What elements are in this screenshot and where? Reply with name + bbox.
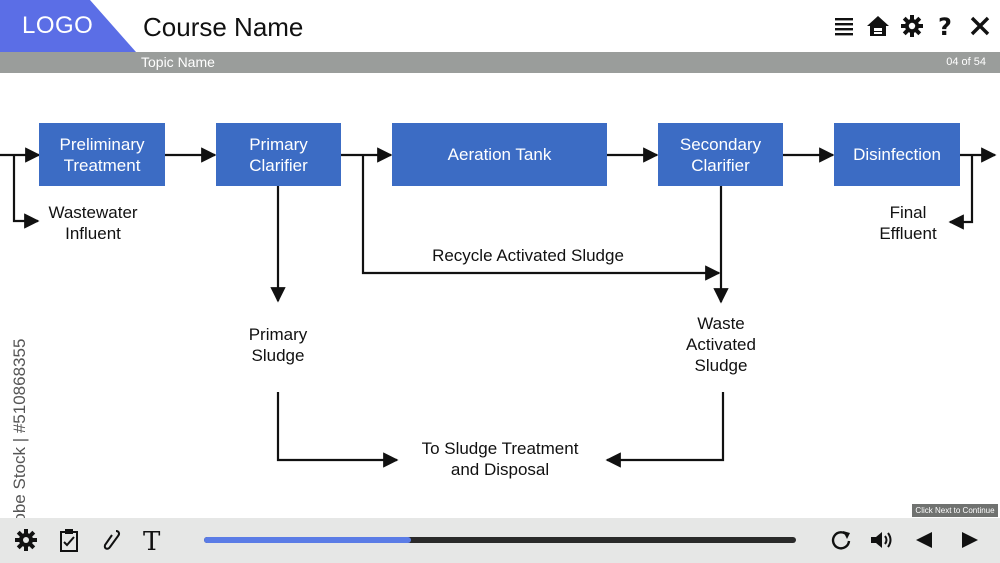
attachment-icon[interactable]	[98, 526, 126, 554]
primary-clarifier-label: Primary Clarifier	[249, 134, 308, 175]
top-toolbar: ?	[832, 12, 992, 40]
next-icon[interactable]	[956, 526, 984, 554]
back-icon[interactable]	[910, 526, 938, 554]
help-icon[interactable]: ?	[934, 12, 958, 40]
logo-text: LOGO	[22, 12, 94, 39]
logo-shape	[0, 0, 136, 52]
primary-clarifier-box: Primary Clarifier	[216, 123, 341, 186]
watermark-text: Adobe Stock | #510868355	[10, 338, 29, 544]
topic-bar: Topic Name 04 of 54	[0, 52, 1000, 73]
disinfection-label: Disinfection	[853, 145, 941, 164]
secondary-clarifier-label: Secondary Clarifier	[679, 134, 762, 175]
effluent-label: Final Effluent	[879, 203, 937, 243]
volume-icon[interactable]	[868, 526, 896, 554]
menu-icon[interactable]	[832, 12, 856, 40]
secondary-clarifier-box: Secondary Clarifier	[658, 123, 783, 186]
home-icon[interactable]	[866, 12, 890, 40]
svg-text:?: ?	[938, 14, 952, 38]
text-icon[interactable]: T	[140, 526, 170, 554]
gear-icon[interactable]	[900, 12, 924, 40]
primary-sludge-label: Primary Sludge	[248, 325, 308, 365]
settings-icon[interactable]	[12, 526, 40, 554]
close-icon[interactable]	[968, 12, 992, 40]
notes-icon[interactable]	[55, 526, 83, 554]
preliminary-treatment-label: Preliminary Treatment	[59, 134, 145, 175]
next-tooltip: Click Next to Continue	[912, 504, 998, 517]
player-controls: T	[0, 518, 1000, 563]
progress-fill	[204, 537, 412, 543]
aeration-tank-label: Aeration Tank	[447, 145, 552, 164]
page-counter: 04 of 54	[946, 56, 986, 68]
recycle-label: Recycle Activated Sludge	[432, 246, 624, 265]
aeration-tank-box: Aeration Tank	[392, 123, 607, 186]
replay-icon[interactable]	[827, 526, 855, 554]
topic-name: Topic Name	[141, 54, 215, 70]
influent-label: Wastewater Influent	[48, 203, 138, 243]
disinfection-box: Disinfection	[834, 123, 960, 186]
progress-bar[interactable]	[204, 537, 796, 543]
svg-text:T: T	[143, 527, 161, 553]
logo: LOGO	[0, 0, 136, 52]
waste-sludge-label: Waste Activated Sludge	[686, 314, 756, 375]
course-title: Course Name	[143, 12, 304, 42]
disposal-label: To Sludge Treatment and Disposal	[421, 439, 579, 479]
preliminary-treatment-box: Preliminary Treatment	[39, 123, 165, 186]
